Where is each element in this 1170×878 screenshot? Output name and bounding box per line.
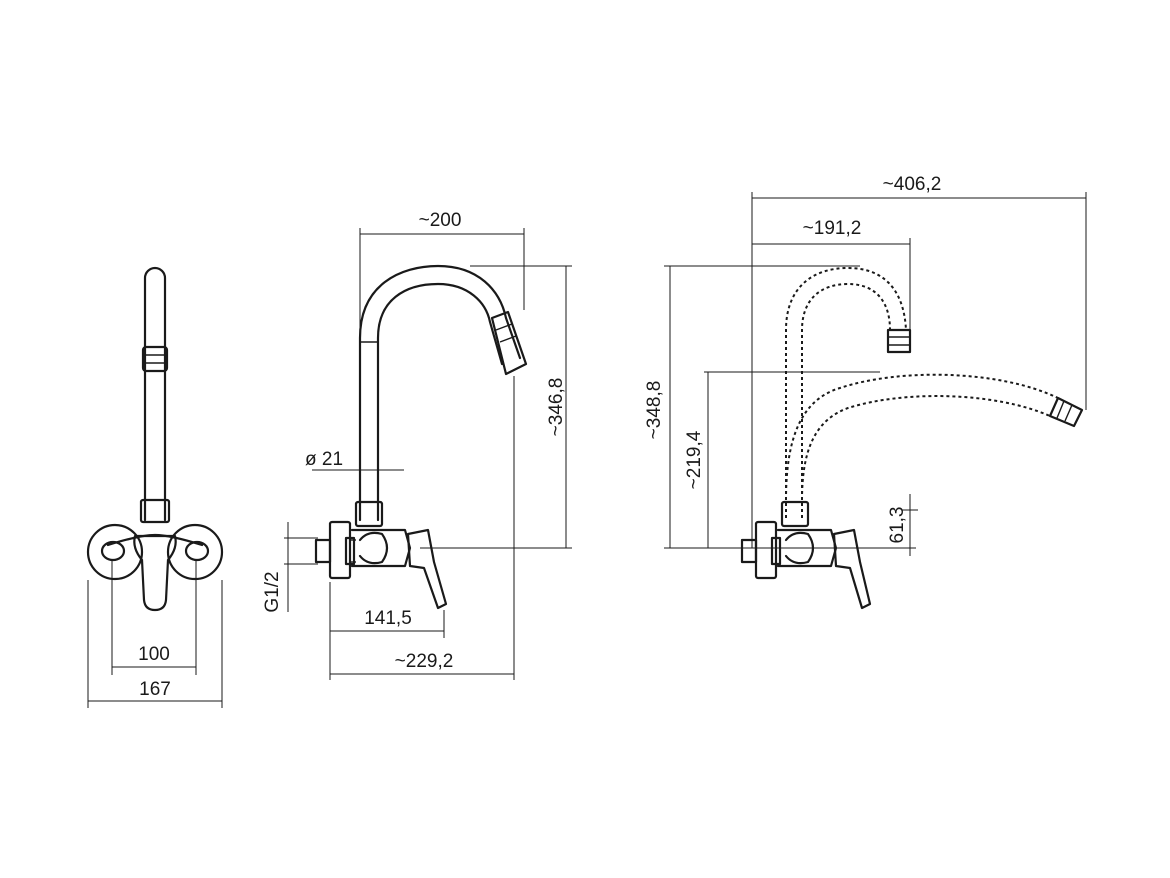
dim-side-g1-2: G1/2 <box>262 571 283 612</box>
side-lever <box>406 528 448 610</box>
long-spout-inner <box>801 395 1051 501</box>
long-spout-outlet <box>1048 396 1084 428</box>
short-spout-outlet <box>886 328 912 354</box>
top-connector-nut <box>740 538 758 564</box>
side-view: ~200 ~346,8 ø 21 G1/2 141,5 ~229,2 <box>262 210 572 680</box>
side-collar <box>354 500 384 528</box>
front-left-flange <box>86 523 144 581</box>
dim-top-219-4: ~219,4 <box>684 430 705 489</box>
dim-top-406-2: ~406,2 <box>883 174 942 195</box>
dim-side-346-8: ~346,8 <box>546 378 567 437</box>
dim-side-200: ~200 <box>419 210 462 231</box>
dim-top-348-8: ~348,8 <box>644 381 665 440</box>
long-spout-outline <box>785 373 1059 501</box>
side-mixer-body <box>350 528 412 568</box>
dim-top-191-2: ~191,2 <box>803 218 862 239</box>
dim-top-61-3: 61,3 <box>887 507 908 544</box>
front-swivel-ring <box>141 345 169 373</box>
front-spout-pipe <box>143 266 167 522</box>
top-lever <box>832 528 872 610</box>
dim-front-167: 167 <box>139 679 171 700</box>
front-lever <box>133 534 177 612</box>
side-spout <box>358 264 522 522</box>
dim-side-141-5: 141,5 <box>364 608 412 629</box>
short-spout-inner <box>801 282 891 518</box>
front-right-flange <box>166 523 224 581</box>
short-spout-outline <box>785 266 907 518</box>
front-collar <box>139 498 171 524</box>
front-view: 100 167 <box>86 266 224 708</box>
top-collar <box>780 500 810 528</box>
side-spout-inner <box>376 282 504 522</box>
dim-side-diameter-21: ø 21 <box>305 449 343 470</box>
side-connector-nut <box>314 538 332 564</box>
dim-front-100: 100 <box>138 644 170 665</box>
top-view: ~406,2 ~191,2 ~348,8 ~219,4 61,3 <box>644 174 1087 610</box>
dim-side-229-2: ~229,2 <box>395 651 454 672</box>
side-spout-outlet <box>490 310 528 376</box>
